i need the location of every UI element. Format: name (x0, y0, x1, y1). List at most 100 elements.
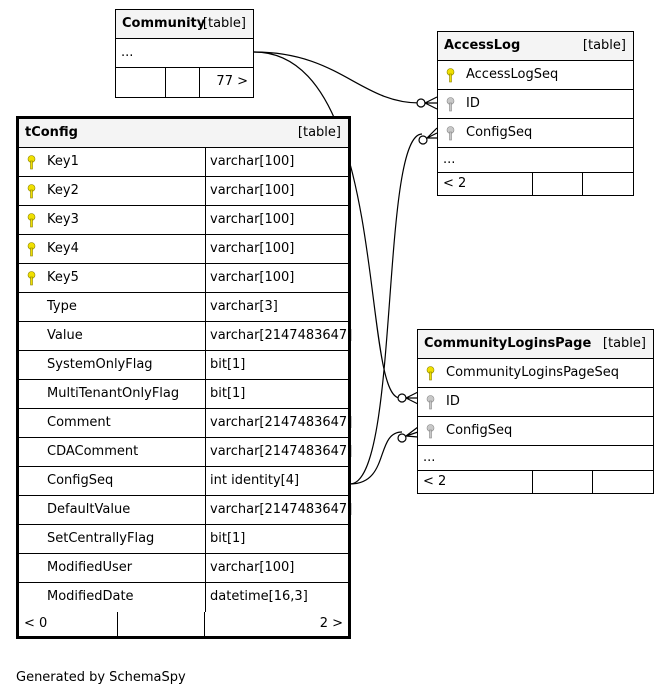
primary-key-icon (426, 366, 435, 381)
column-type: varchar[100] (205, 177, 294, 205)
primary-key-icon (27, 155, 36, 170)
column-row[interactable]: SetCentrallyFlag bit[1] (19, 525, 348, 554)
column-name: Comment (47, 415, 111, 430)
column-name: DefaultValue (47, 502, 131, 517)
column-name: CDAComment (47, 444, 139, 459)
column-row[interactable]: Key2 varchar[100] (19, 177, 348, 206)
ellipsis-row: ... (438, 148, 633, 173)
column-row[interactable]: ID (438, 90, 633, 119)
column-row[interactable]: ID (418, 388, 653, 417)
column-name: AccessLogSeq (466, 67, 559, 82)
column-row[interactable]: ConfigSeq (438, 119, 633, 148)
column-name: Key1 (47, 154, 79, 169)
column-type: varchar[2147483647] (205, 322, 352, 350)
table-name: tConfig (25, 125, 78, 140)
footer-cell[interactable]: < 2 (418, 471, 533, 493)
column-type: bit[1] (205, 351, 245, 379)
table-kind: [table] (297, 125, 341, 140)
table-header: AccessLog [table] (438, 32, 633, 61)
table-footer: < 0 2 > (19, 612, 348, 636)
table-communityloginspage[interactable]: CommunityLoginsPage [table] CommunityLog… (417, 329, 654, 494)
column-name: SetCentrallyFlag (47, 531, 155, 546)
edge-community-accesslog (253, 51, 421, 104)
footer-cell (116, 68, 166, 97)
column-name: ConfigSeq (446, 423, 513, 438)
footer-cell (533, 471, 593, 493)
column-type: varchar[100] (205, 235, 294, 263)
edge-tconfig-accesslog (349, 133, 423, 485)
ellipsis-text: ... (443, 152, 456, 167)
ellipsis-text: ... (423, 450, 436, 465)
column-type: varchar[100] (205, 148, 294, 176)
column-type: bit[1] (205, 380, 245, 408)
column-name: ID (446, 394, 460, 409)
column-name: CommunityLoginsPageSeq (446, 365, 620, 380)
foreign-key-icon (446, 126, 455, 141)
table-name: AccessLog (444, 38, 521, 53)
column-type: int identity[4] (205, 467, 299, 495)
column-name: Value (47, 328, 83, 343)
column-row[interactable]: Value varchar[2147483647] (19, 322, 352, 351)
crowfoot-icon (424, 96, 438, 110)
column-row[interactable]: SystemOnlyFlag bit[1] (19, 351, 348, 380)
column-row[interactable]: ModifiedDate datetime[16,3] (19, 583, 348, 612)
column-row[interactable]: Key1 varchar[100] (19, 148, 348, 177)
edge-end-circle (397, 433, 407, 443)
column-row[interactable]: CommunityLoginsPageSeq (418, 359, 653, 388)
primary-key-icon (27, 213, 36, 228)
column-row[interactable]: ConfigSeq (418, 417, 653, 446)
column-row[interactable]: DefaultValue varchar[2147483647] (19, 496, 352, 525)
ellipsis-row: ... (418, 446, 653, 471)
footer-cell (118, 612, 205, 636)
table-community[interactable]: Community [table] ... 77 > (115, 9, 254, 98)
column-type: datetime[16,3] (205, 583, 308, 612)
column-row[interactable]: CDAComment varchar[2147483647] (19, 438, 352, 467)
ellipsis-text: ... (121, 45, 134, 60)
column-name: MultiTenantOnlyFlag (47, 386, 180, 401)
table-header: tConfig [table] (19, 119, 348, 148)
table-footer: < 2 (438, 173, 633, 195)
column-row[interactable]: AccessLogSeq (438, 61, 633, 90)
table-header: CommunityLoginsPage [table] (418, 330, 653, 359)
footer-cell[interactable]: < 0 (19, 612, 118, 636)
column-name: SystemOnlyFlag (47, 357, 153, 372)
table-footer: < 2 (418, 471, 653, 493)
footer-cell[interactable]: 2 > (319, 616, 343, 631)
table-kind: [table] (602, 336, 646, 351)
column-type: varchar[2147483647] (205, 438, 352, 466)
footer-cell (166, 68, 200, 97)
column-name: ConfigSeq (466, 125, 533, 140)
edge-community-communityloginspage (253, 51, 401, 399)
ellipsis-row: ... (116, 39, 253, 68)
footer-cell[interactable]: 77 > (216, 74, 248, 89)
column-row[interactable]: ModifiedUser varchar[100] (19, 554, 348, 583)
column-name: ID (466, 96, 480, 111)
edge-end-circle (397, 393, 407, 403)
column-name: ModifiedUser (47, 560, 133, 575)
crowfoot-icon (426, 127, 438, 139)
column-name: ModifiedDate (47, 589, 134, 604)
column-type: bit[1] (205, 525, 245, 553)
table-accesslog[interactable]: AccessLog [table] AccessLogSeq ID Config… (437, 31, 634, 196)
column-type: varchar[100] (205, 206, 294, 234)
column-type: varchar[100] (205, 554, 294, 582)
column-type: varchar[2147483647] (205, 496, 352, 524)
column-name: Key2 (47, 183, 79, 198)
crowfoot-icon (405, 391, 419, 405)
column-row[interactable]: MultiTenantOnlyFlag bit[1] (19, 380, 348, 409)
table-header: Community [table] (116, 10, 253, 39)
footer-cell (533, 173, 583, 195)
table-name: Community (122, 16, 206, 31)
table-kind: [table] (582, 38, 626, 53)
footer-cell[interactable]: < 2 (438, 173, 533, 195)
table-tconfig[interactable]: tConfig [table] Key1 varchar[100] Key2 varc… (16, 116, 352, 639)
primary-key-icon (446, 68, 455, 83)
table-name: CommunityLoginsPage (424, 336, 592, 351)
